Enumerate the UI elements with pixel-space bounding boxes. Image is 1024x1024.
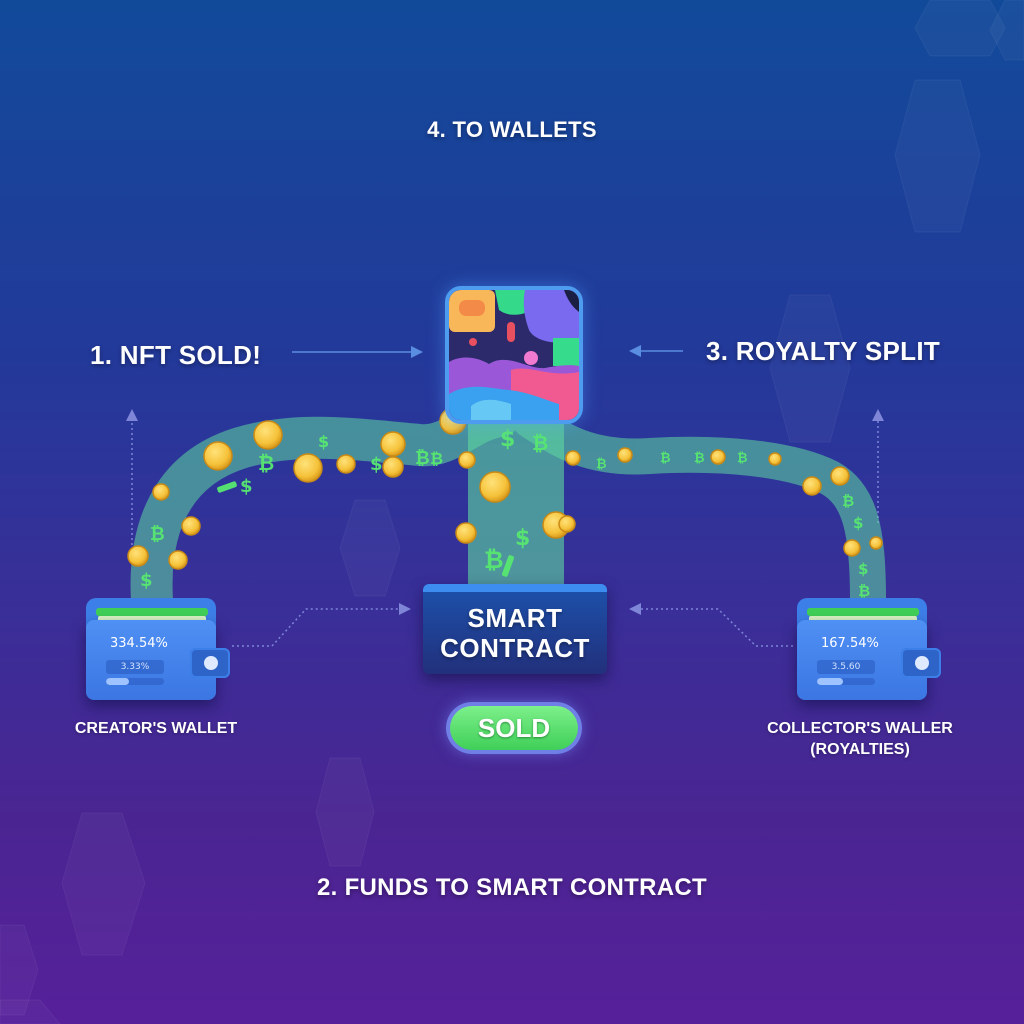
contract-title-line2: CONTRACT: [440, 633, 590, 663]
svg-text:₿: ₿: [596, 457, 607, 472]
svg-text:$: $: [370, 454, 383, 475]
stream-left: [130, 395, 521, 621]
cash-icon: [807, 608, 919, 616]
creator-to-contract-connector: [232, 603, 411, 647]
creator-progress-bar: [106, 678, 164, 685]
stream-right: [512, 402, 886, 618]
sold-badge[interactable]: SOLD: [446, 702, 582, 754]
svg-text:₿: ₿: [660, 451, 671, 466]
coins: [127, 407, 883, 570]
svg-text:₿: ₿: [484, 546, 504, 574]
svg-text:₿: ₿: [150, 524, 165, 545]
collector-label-line1: COLLECTOR'S WALLER: [767, 720, 953, 737]
svg-text:₿: ₿: [694, 451, 705, 466]
creator-amount-secondary: 3.33%: [106, 660, 164, 674]
smart-contract-box[interactable]: SMART CONTRACT: [423, 584, 607, 674]
cash-icon: [96, 608, 208, 616]
nft-artwork[interactable]: [445, 286, 583, 424]
svg-text:$: $: [240, 476, 253, 497]
wallet-clasp-icon: [901, 648, 941, 678]
cash-paper: [98, 616, 206, 622]
sold-badge-label: SOLD: [450, 706, 578, 750]
svg-text:₿: ₿: [415, 448, 430, 469]
contract-title-line1: SMART: [467, 603, 563, 633]
svg-text:$: $: [500, 427, 515, 452]
svg-text:₿: ₿: [737, 451, 748, 466]
nft-artwork-icon: [449, 290, 579, 420]
collector-label-line2: (ROYALTIES): [810, 741, 910, 758]
money-glyphs: ₿ $ ₿ $ $ ₿ $ ₿ $ ₿ ₿ $ ₿ ₿ ₿ ₿ ₿ $ $ ₿: [140, 427, 870, 600]
svg-text:₿: ₿: [532, 431, 548, 455]
collector-to-contract-connector: [629, 603, 793, 647]
creator-wallet[interactable]: 334.54% 3.33%: [86, 598, 230, 702]
step-1-label: 1. NFT SOLD!: [90, 340, 262, 370]
step-4-label: 4. TO WALLETS: [427, 117, 597, 142]
svg-text:₿: ₿: [858, 582, 870, 600]
collector-amount-secondary: 3.5.60: [817, 660, 875, 674]
collector-amount-primary: 167.54%: [821, 636, 879, 651]
svg-text:₿: ₿: [258, 451, 274, 475]
collector-progress-bar: [817, 678, 875, 685]
svg-text:$: $: [858, 560, 868, 578]
svg-text:$: $: [853, 514, 863, 532]
svg-text:$: $: [515, 526, 530, 551]
svg-text:$: $: [318, 432, 329, 451]
collector-wallet[interactable]: 167.54% 3.5.60: [797, 598, 941, 702]
stream-center: [468, 420, 564, 588]
svg-text:₿: ₿: [842, 492, 854, 510]
creator-amount-primary: 334.54%: [110, 636, 168, 651]
wallet-clasp-icon: [190, 648, 230, 678]
creator-wallet-label: CREATOR'S WALLET: [74, 720, 238, 737]
cash-paper: [809, 616, 917, 622]
step-2-label: 2. FUNDS TO SMART CONTRACT: [316, 874, 708, 901]
collector-wallet-label: COLLECTOR'S WALLER (ROYALTIES): [760, 718, 960, 760]
svg-text:$: $: [140, 570, 153, 591]
svg-text:₿: ₿: [430, 449, 443, 468]
step-3-label: 3. ROYALTY SPLIT: [706, 336, 941, 366]
